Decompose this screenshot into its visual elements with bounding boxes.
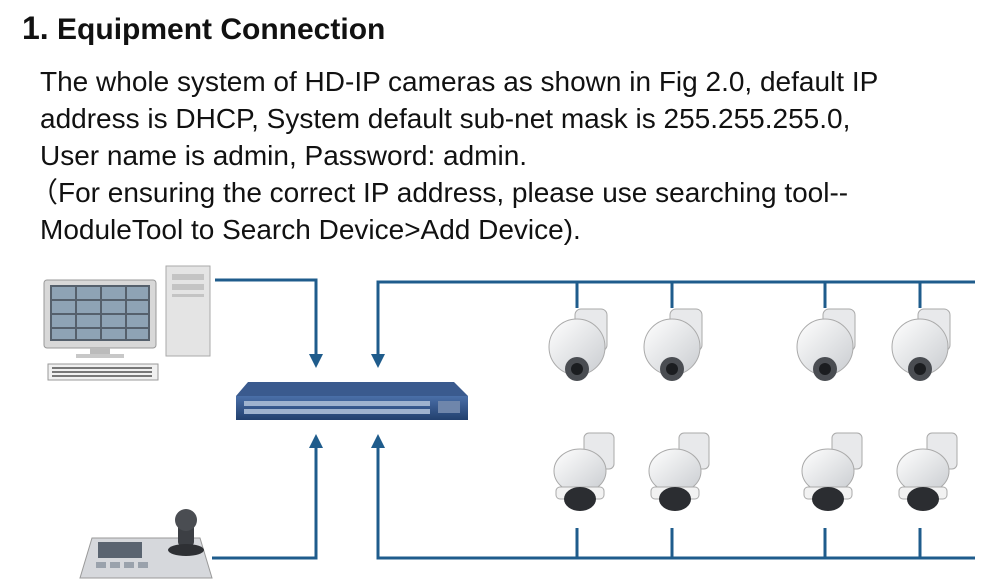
connection-lines bbox=[212, 278, 975, 560]
paragraph-line-5: ModuleTool to Search Device>Add Device). bbox=[40, 214, 581, 245]
section-number: 1. bbox=[22, 10, 49, 46]
paragraph-line-3: User name is admin, Password: admin. bbox=[40, 140, 528, 171]
mini-ptz-dome-camera-icon bbox=[896, 432, 958, 511]
ptz-keyboard-controller-icon bbox=[79, 509, 213, 579]
arrow-up-icon bbox=[309, 434, 323, 448]
pc-to-switch-line bbox=[215, 278, 318, 358]
ptz-speed-dome-camera-icon bbox=[548, 308, 608, 381]
arrow-down-icon bbox=[371, 354, 385, 368]
mini-ptz-dome-camera-icon bbox=[648, 432, 710, 511]
mini-ptz-dome-camera-icon bbox=[553, 432, 615, 511]
mini-dome-cameras bbox=[553, 432, 958, 511]
section-heading: 1. Equipment Connection bbox=[22, 10, 385, 47]
arrow-down-icon bbox=[309, 354, 323, 368]
bottom-bus-line bbox=[376, 444, 975, 560]
computer-icon bbox=[43, 265, 211, 381]
paragraph-line-2: address is DHCP, System default sub-net … bbox=[40, 103, 851, 134]
ptz-speed-dome-camera-icon bbox=[643, 308, 703, 381]
speed-dome-cameras bbox=[548, 308, 951, 381]
keyboard-to-switch-line bbox=[212, 444, 318, 560]
ptz-speed-dome-camera-icon bbox=[891, 308, 951, 381]
paragraph-line-4: （For ensuring the correct IP address, pl… bbox=[30, 177, 849, 208]
paragraph-line-1: The whole system of HD-IP cameras as sho… bbox=[40, 66, 879, 97]
mini-ptz-dome-camera-icon bbox=[801, 432, 863, 511]
ptz-speed-dome-camera-icon bbox=[796, 308, 856, 381]
network-switch-icon bbox=[236, 382, 468, 420]
section-title: Equipment Connection bbox=[57, 13, 386, 46]
arrow-up-icon bbox=[371, 434, 385, 448]
network-diagram bbox=[43, 265, 975, 579]
arrowheads bbox=[309, 354, 385, 448]
top-bus-line bbox=[376, 280, 975, 358]
